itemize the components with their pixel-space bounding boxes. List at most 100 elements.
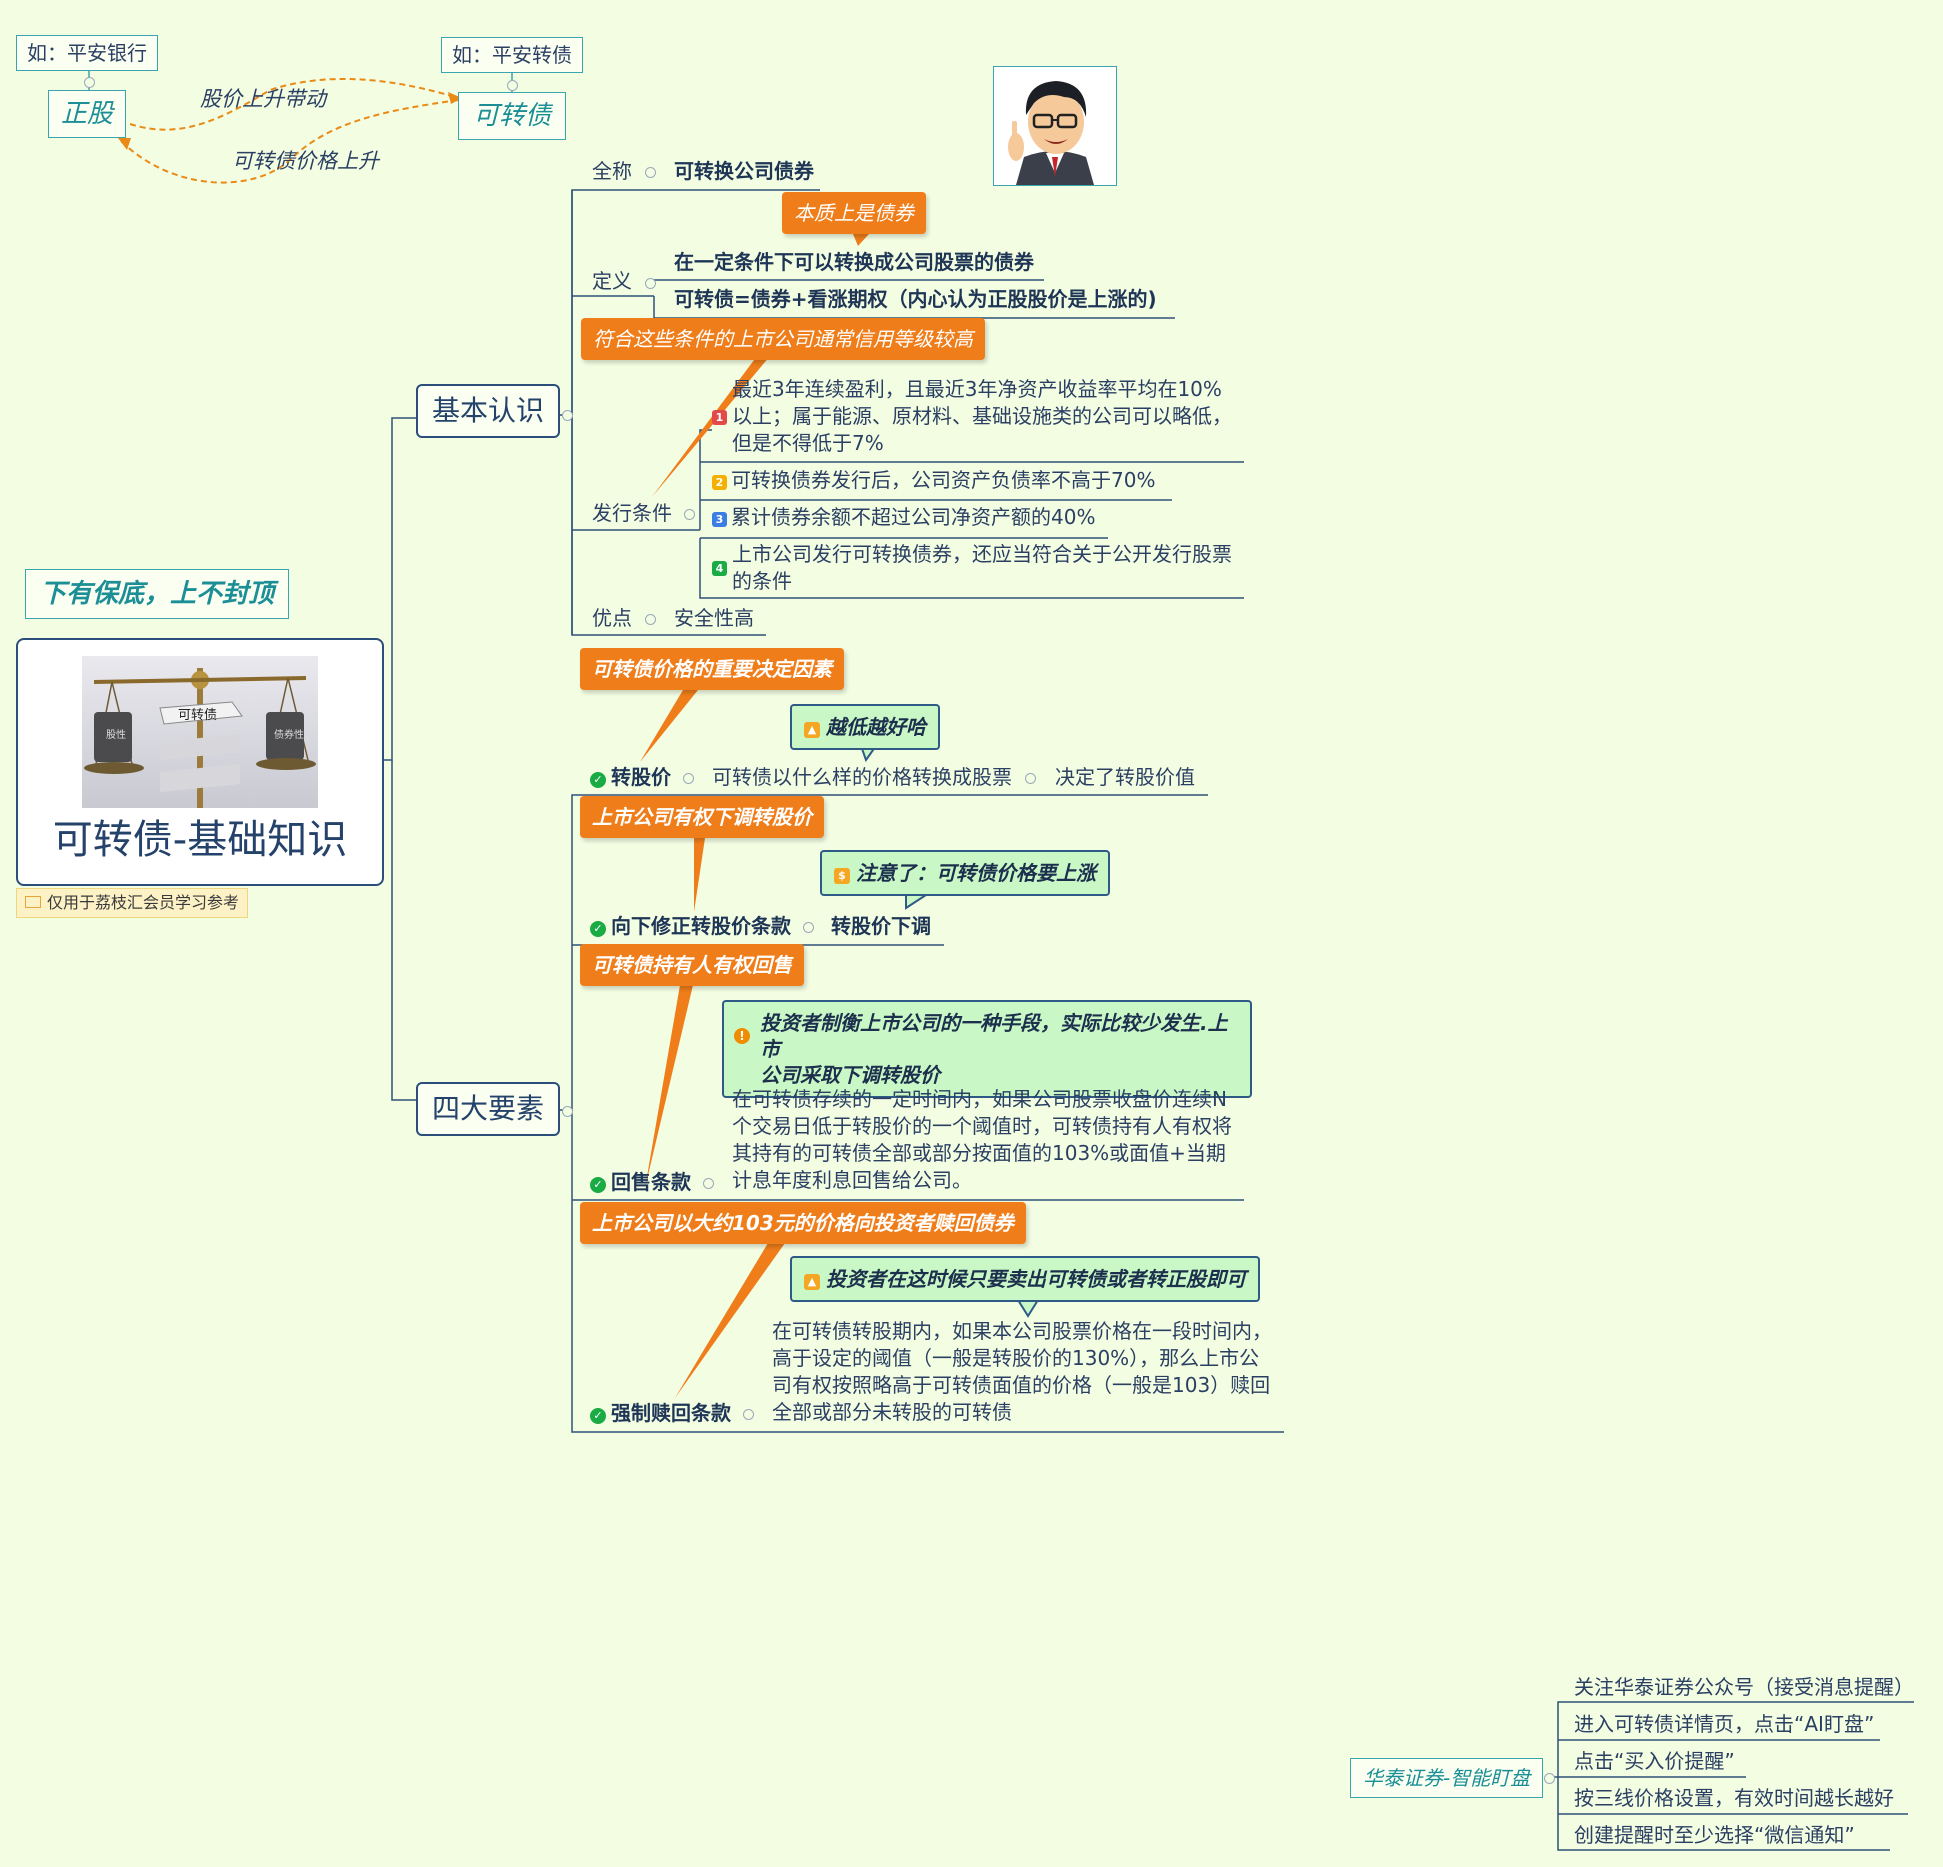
- member-note: 仅用于荔枝汇会员学习参考: [16, 888, 249, 918]
- stock-node[interactable]: 正股: [48, 90, 127, 138]
- thumbs-up-icon: ▲: [804, 1274, 820, 1290]
- put-callout: ! 投资者制衡上市公司的一种手段，实际比较少发生.上市 公司采取下调转股价: [722, 1000, 1252, 1098]
- put-description-line: 在可转债存续的一定时间内，如果公司股票收盘价连续N: [732, 1087, 1227, 1111]
- conversion-label: ✓ 转股价: [590, 764, 671, 790]
- issue-label: 发行条件: [592, 501, 672, 525]
- collapse-icon[interactable]: [84, 77, 95, 88]
- call-description: 在可转债转股期内，如果本公司股票价格在一段时间内， 高于设定的阈值（一般是转股价…: [772, 1318, 1272, 1426]
- condition-3-text: 累计债券余额不超过公司净资产额的40%: [731, 505, 1096, 529]
- conversion-label-text: 转股价: [611, 765, 671, 789]
- note-icon: [25, 896, 41, 908]
- put-description-line: 个交易日低于转股价的一个阈值时，可转债持有人有权将: [732, 1114, 1232, 1138]
- collapse-icon[interactable]: [743, 1409, 754, 1420]
- downward-tag: 上市公司有权下调转股价: [580, 796, 824, 838]
- advantage-value: 安全性高: [674, 606, 754, 630]
- central-title: 可转债-基础知识: [52, 817, 348, 863]
- call-description-line: 高于设定的阈值（一般是转股价的130%），那么上市公: [772, 1346, 1260, 1370]
- collapse-icon[interactable]: [562, 1106, 573, 1117]
- condition-1-line: 以上；属于能源、原材料、基础设施类的公司可以略低，: [732, 404, 1232, 428]
- put-callout-line: 投资者制衡上市公司的一种手段，实际比较少发生.上市: [760, 1011, 1228, 1061]
- huatai-step: 按三线价格设置，有效时间越长越好: [1574, 1786, 1894, 1810]
- relation-label-back: 可转债价格上升: [232, 149, 379, 173]
- condition-2: 2 可转换债券发行后，公司资产负债率不高于70%: [712, 467, 1155, 494]
- put-label: ✓ 回售条款: [590, 1169, 691, 1195]
- condition-4-line: 的条件: [732, 569, 792, 593]
- put-tag: 可转债持有人有权回售: [580, 944, 804, 986]
- downward-callout-text: 注意了：可转债价格要上涨: [856, 861, 1096, 885]
- collapse-icon[interactable]: [703, 1178, 714, 1189]
- definition-label: 定义: [592, 269, 632, 293]
- dollar-icon: $: [834, 868, 850, 884]
- put-callout-line: 公司采取下调转股价: [760, 1063, 940, 1087]
- collapse-icon[interactable]: [683, 773, 694, 784]
- call-label-text: 强制赎回条款: [611, 1401, 731, 1425]
- collapse-icon[interactable]: [562, 410, 573, 421]
- cartoon-avatar: [993, 66, 1117, 186]
- fullname-value: 可转换公司债券: [674, 159, 814, 183]
- put-label-text: 回售条款: [611, 1170, 691, 1194]
- huatai-node[interactable]: 华泰证券-智能盯盘: [1350, 1758, 1544, 1798]
- call-label: ✓ 强制赎回条款: [590, 1400, 731, 1426]
- bond-node[interactable]: 可转债: [458, 92, 567, 140]
- topic-elements[interactable]: 四大要素: [416, 1082, 561, 1136]
- downward-result: 转股价下调: [831, 914, 931, 938]
- issue-tag: 符合这些条件的上市公司通常信用等级较高: [581, 318, 985, 360]
- topic-basic[interactable]: 基本认识: [416, 384, 561, 438]
- definition-tag: 本质上是债券: [782, 192, 926, 234]
- put-description-line: 计息年度利息回售给公司。: [732, 1168, 972, 1192]
- put-description: 在可转债存续的一定时间内，如果公司股票收盘价连续N 个交易日低于转股价的一个阈值…: [732, 1086, 1232, 1194]
- stock-example-box: 如：平安银行: [16, 35, 158, 71]
- bond-example-box: 如：平安转债: [441, 37, 583, 73]
- warning-icon: !: [734, 1028, 750, 1044]
- condition-1-line: 最近3年连续盈利，且最近3年净资产收益率平均在10%: [732, 377, 1222, 401]
- condition-number-2: 2: [712, 475, 727, 490]
- balance-scale: 可转债 股性 债券性: [82, 656, 318, 808]
- thumbs-up-icon: ▲: [804, 722, 820, 738]
- huatai-step: 关注华泰证券公众号（接受消息提醒）: [1574, 1675, 1914, 1699]
- collapse-icon[interactable]: [1025, 773, 1036, 784]
- check-icon: ✓: [590, 921, 606, 937]
- collapse-icon[interactable]: [645, 167, 656, 178]
- condition-1: 1 最近3年连续盈利，且最近3年净资产收益率平均在10% 以上；属于能源、原材料…: [712, 376, 1232, 457]
- slogan-text: 下有保底，上不封顶: [40, 579, 275, 609]
- central-topic[interactable]: 可转债 股性 债券性 可转债-基础知识: [16, 638, 384, 886]
- conversion-tag: 可转债价格的重要决定因素: [580, 648, 844, 690]
- scale-label-center: 可转债: [178, 708, 217, 723]
- condition-number-4: 4: [712, 561, 727, 576]
- call-callout: ▲ 投资者在这时候只要卖出可转债或者转正股即可: [790, 1256, 1260, 1302]
- definition-1: 在一定条件下可以转换成公司股票的债券: [674, 250, 1034, 274]
- conversion-result: 决定了转股价值: [1055, 765, 1195, 789]
- conversion-callout-text: 越低越好哈: [826, 715, 926, 739]
- collapse-icon[interactable]: [1544, 1773, 1555, 1784]
- collapse-icon[interactable]: [507, 80, 518, 91]
- condition-4: 4 上市公司发行可转换债券，还应当符合关于公开发行股票 的条件: [712, 541, 1232, 595]
- call-callout-text: 投资者在这时候只要卖出可转债或者转正股即可: [826, 1267, 1246, 1291]
- downward-callout: $ 注意了：可转债价格要上涨: [820, 850, 1110, 896]
- call-tag: 上市公司以大约103元的价格向投资者赎回债券: [580, 1202, 1026, 1244]
- collapse-icon[interactable]: [645, 614, 656, 625]
- collapse-icon[interactable]: [803, 922, 814, 933]
- downward-label: ✓ 向下修正转股价条款: [590, 913, 791, 939]
- member-note-text: 仅用于荔枝汇会员学习参考: [47, 893, 240, 912]
- condition-2-text: 可转换债券发行后，公司资产负债率不高于70%: [731, 468, 1156, 492]
- scale-label-right: 债券性: [274, 728, 304, 741]
- condition-number-1: 1: [712, 410, 727, 425]
- collapse-icon[interactable]: [684, 509, 695, 520]
- downward-label-text: 向下修正转股价条款: [611, 914, 791, 938]
- condition-4-line: 上市公司发行可转换债券，还应当符合关于公开发行股票: [732, 542, 1232, 566]
- relation-label-up: 股价上升带动: [200, 87, 326, 111]
- collapse-icon[interactable]: [645, 278, 656, 289]
- fullname-label: 全称: [592, 159, 632, 183]
- scale-label-left: 股性: [106, 728, 126, 741]
- check-icon: ✓: [590, 1408, 606, 1424]
- call-description-line: 全部或部分未转股的可转债: [772, 1400, 1012, 1424]
- huatai-step: 进入可转债详情页，点击“AI盯盘”: [1574, 1712, 1875, 1736]
- put-description-line: 其持有的可转债全部或部分按面值的103%或面值+当期: [732, 1141, 1226, 1165]
- call-description-line: 在可转债转股期内，如果本公司股票价格在一段时间内，: [772, 1319, 1272, 1343]
- check-icon: ✓: [590, 1177, 606, 1193]
- call-description-line: 司有权按照略高于可转债面值的价格（一般是103）赎回: [772, 1373, 1271, 1397]
- condition-1-line: 但是不得低于7%: [732, 431, 884, 455]
- definition-2: 可转债=债券+看涨期权（内心认为正股股价是上涨的): [674, 287, 1157, 311]
- check-icon: ✓: [590, 772, 606, 788]
